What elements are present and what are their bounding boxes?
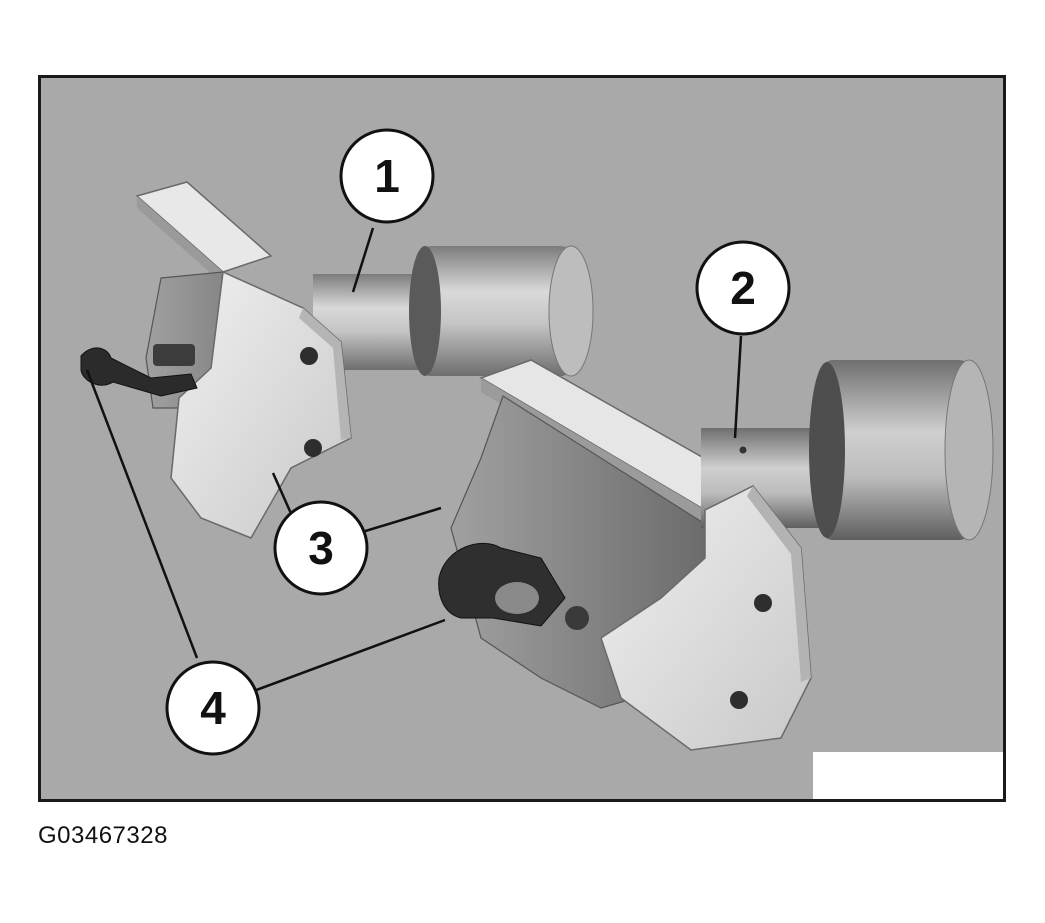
upper-tool-front-plate-edge — [299, 308, 351, 440]
callout-1: 1 — [339, 128, 435, 224]
upper-tool-pin-housing — [153, 344, 195, 366]
callout-2: 2 — [695, 240, 791, 336]
callout-2-label: 2 — [730, 262, 756, 314]
callout-4: 4 — [165, 660, 261, 756]
lower-tool — [438, 359, 994, 751]
upper-tool-cylinder-shoulder — [409, 246, 441, 376]
leader-lines — [85, 227, 743, 694]
upper-tool — [80, 181, 594, 539]
leader-line-4a — [85, 369, 199, 659]
leader-line-4b — [250, 618, 446, 694]
lower-tool-cylinder-end — [944, 359, 994, 541]
lower-tool-front-plate-edge — [747, 486, 811, 682]
upper-tool-cylinder-end — [548, 245, 594, 377]
leader-line-3b — [358, 506, 442, 535]
tool-illustration: 1 2 3 4 — [80, 128, 1003, 799]
upper-tool-bolt-hole-2 — [304, 439, 322, 457]
lower-tool-shaft-dot — [739, 446, 747, 454]
upper-tool-top-tab-edge — [137, 196, 223, 284]
lower-tool-top-bar-edge — [481, 378, 705, 524]
callout-4-label: 4 — [200, 682, 226, 734]
upper-tool-bolt-hole-1 — [300, 347, 318, 365]
leader-line-1 — [351, 227, 375, 293]
lower-tool-pin-collar — [495, 582, 539, 614]
lower-tool-front-plate — [600, 485, 812, 751]
lower-tool-bolt-hole-1 — [754, 594, 772, 612]
leader-line-2 — [733, 335, 743, 439]
figure-frame: 1 2 3 4 — [38, 75, 1006, 802]
blank-label-patch — [813, 752, 1003, 799]
lower-tool-cylinder-shoulder — [809, 362, 845, 538]
callout-3: 3 — [273, 500, 369, 596]
leader-line-3a — [271, 472, 295, 519]
callout-1-label: 1 — [374, 150, 400, 202]
upper-tool-locking-pin — [80, 347, 198, 397]
callout-3-label: 3 — [308, 522, 334, 574]
figure-id: G03467328 — [38, 822, 168, 849]
lower-tool-pin-hole — [565, 606, 589, 630]
lower-tool-bolt-hole-2 — [730, 691, 748, 709]
upper-tool-cylinder — [421, 246, 571, 376]
lower-tool-cylinder — [821, 360, 971, 540]
